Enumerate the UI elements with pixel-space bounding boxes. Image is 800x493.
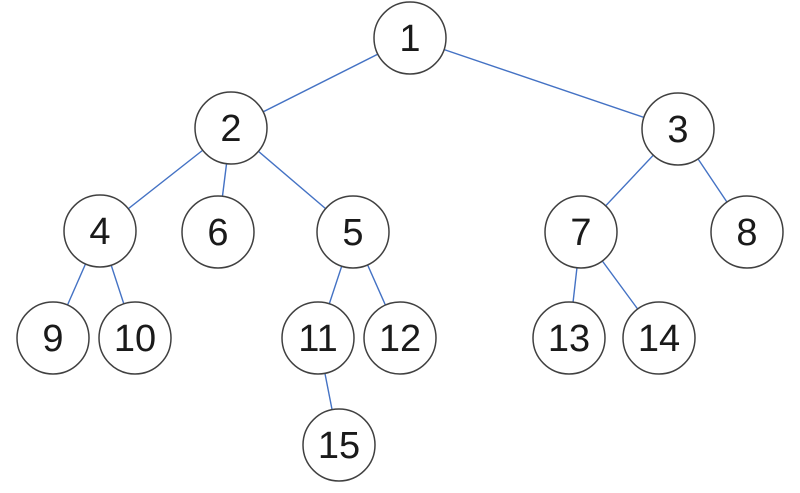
tree-node-label-10: 10 [114,318,156,360]
tree-node-13: 13 [532,301,606,375]
tree-node-circle-14 [622,301,696,375]
tree-node-11: 11 [281,301,355,375]
tree-node-1: 1 [373,1,447,75]
tree-node-12: 12 [363,301,437,375]
tree-node-14: 14 [622,301,696,375]
tree-node-label-9: 9 [42,318,63,360]
tree-node-circle-13 [532,301,606,375]
tree-node-circle-1 [373,1,447,75]
tree-node-label-3: 3 [667,109,688,151]
tree-node-15: 15 [302,408,376,482]
tree-node-circle-15 [302,408,376,482]
tree-node-circle-5 [316,195,390,269]
tree-node-5: 5 [316,195,390,269]
tree-node-2: 2 [194,91,268,165]
tree-node-7: 7 [544,195,618,269]
tree-node-label-1: 1 [399,18,420,60]
tree-node-label-2: 2 [220,108,241,150]
tree-node-circle-10 [98,301,172,375]
edge-layer [52,37,748,446]
tree-node-label-15: 15 [318,425,360,467]
tree-node-6: 6 [181,195,255,269]
tree-node-label-14: 14 [638,318,680,360]
tree-node-circle-3 [641,92,715,166]
tree-node-label-12: 12 [379,318,421,360]
tree-node-circle-2 [194,91,268,165]
tree-node-label-7: 7 [570,212,591,254]
tree-node-circle-7 [544,195,618,269]
tree-node-circle-12 [363,301,437,375]
tree-node-label-8: 8 [736,212,757,254]
tree-node-label-4: 4 [89,211,110,253]
tree-node-circle-8 [710,195,784,269]
tree-node-10: 10 [98,301,172,375]
tree-node-circle-4 [63,194,137,268]
tree-node-circle-9 [16,301,90,375]
tree-node-circle-11 [281,301,355,375]
tree-node-label-5: 5 [342,212,363,254]
tree-node-label-6: 6 [207,212,228,254]
tree-node-9: 9 [16,301,90,375]
tree-node-label-11: 11 [298,318,337,360]
tree-node-8: 8 [710,195,784,269]
tree-node-3: 3 [641,92,715,166]
tree-node-label-13: 13 [548,318,590,360]
tree-edge-1-3 [409,37,679,130]
tree-node-circle-6 [181,195,255,269]
tree-node-4: 4 [63,194,137,268]
